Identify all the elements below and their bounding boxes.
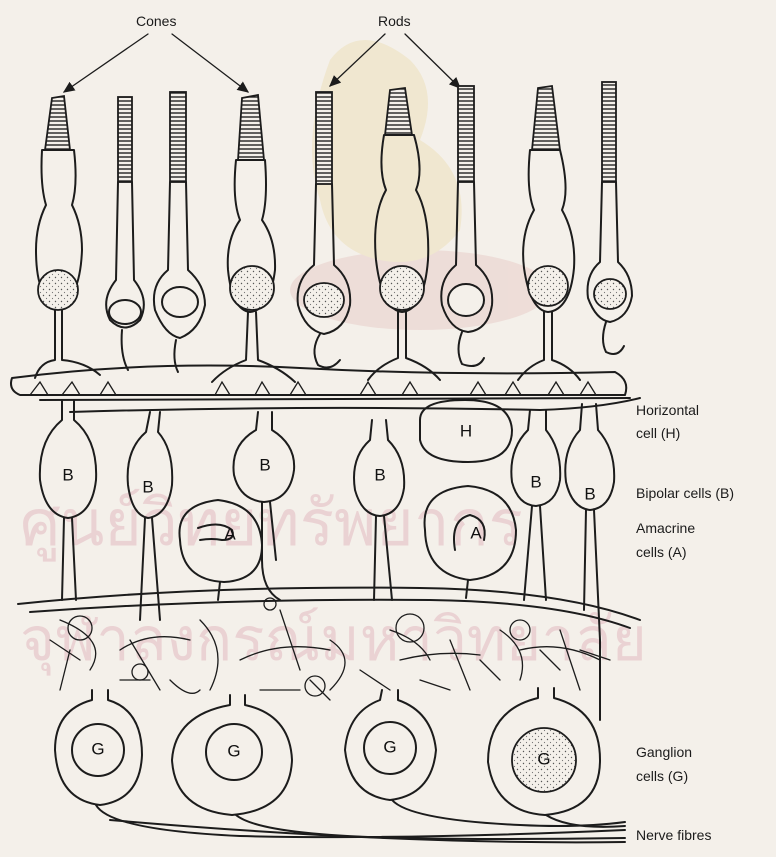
- ganglion-cells: G G G G: [55, 688, 625, 842]
- ganglion-cell-4: G: [488, 688, 625, 827]
- svg-text:A: A: [470, 523, 482, 542]
- rod-2: [154, 92, 205, 372]
- right-labels: Horizontal cell (H) Bipolar cells (B) Am…: [636, 402, 734, 843]
- nerve-label: Nerve fibres: [636, 827, 711, 843]
- amacrine-label-2: cells (A): [636, 544, 687, 560]
- horizontal-cell-letter: H: [460, 421, 472, 440]
- horizontal-label-2: cell (H): [636, 425, 680, 441]
- svg-text:A: A: [224, 524, 236, 543]
- amacrine-label-1: Amacrine: [636, 520, 695, 536]
- rod-1: [106, 97, 144, 370]
- cones-label: Cones: [136, 13, 176, 29]
- cone-4: [518, 86, 580, 380]
- ganglion-cell-3: G: [345, 690, 625, 826]
- horizontal-label-1: Horizontal: [636, 402, 699, 418]
- svg-text:G: G: [227, 741, 240, 760]
- watermark-line2: จุฬาลงกรณ์มหาวิทยาลัย: [20, 605, 647, 676]
- svg-text:G: G: [537, 749, 550, 768]
- bipolar-label: Bipolar cells (B): [636, 485, 734, 501]
- svg-text:B: B: [374, 465, 385, 484]
- cone-2: [212, 95, 295, 382]
- cone-1: [35, 96, 100, 378]
- svg-text:B: B: [584, 484, 595, 503]
- rod-5: [588, 82, 633, 354]
- svg-text:B: B: [142, 477, 153, 496]
- svg-text:B: B: [62, 465, 73, 484]
- ganglion-label-1: Ganglion: [636, 744, 692, 760]
- ganglion-label-2: cells (G): [636, 768, 688, 784]
- svg-text:B: B: [530, 472, 541, 491]
- svg-text:G: G: [383, 737, 396, 756]
- svg-text:B: B: [259, 455, 270, 474]
- outer-plexiform-layer: [11, 366, 640, 412]
- rods-label: Rods: [378, 13, 411, 29]
- svg-text:G: G: [91, 739, 104, 758]
